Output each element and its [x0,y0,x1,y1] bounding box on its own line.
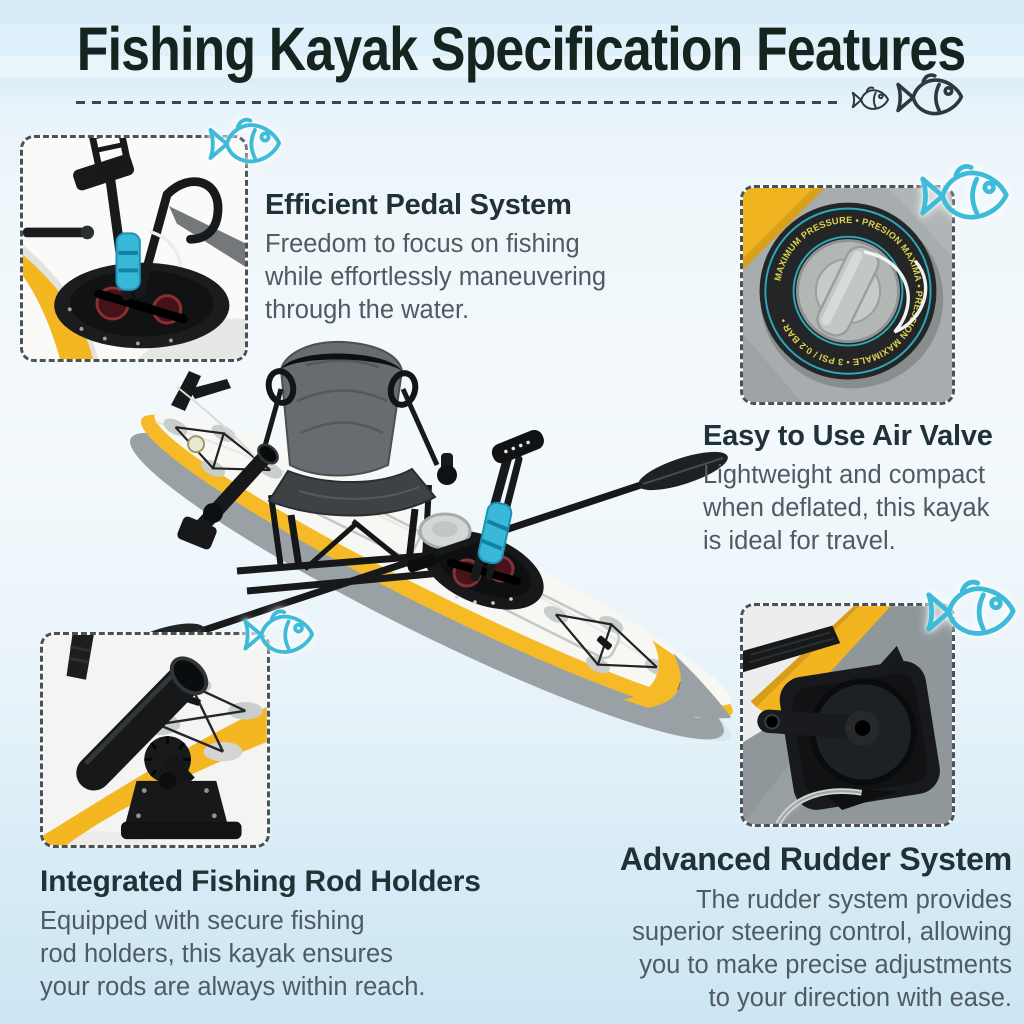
big-fish-icon [893,70,965,125]
pedal-system-photo [20,135,248,362]
feature-rod-holders: Integrated Fishing Rod Holders Equipped … [40,865,540,1004]
fish-icon [240,608,316,662]
rod-holder-photo [40,632,270,848]
feature-rod-holders-heading: Integrated Fishing Rod Holders [40,865,481,898]
page-title: Fishing Kayak Specification Features [76,15,966,83]
feature-rod-holders-body: Equipped with secure fishing rod holders… [40,907,426,1002]
feature-air-valve-body: Lightweight and compact when deflated, t… [703,461,990,556]
rudder-system-photo [740,603,955,827]
small-fish-icon [850,85,890,115]
feature-pedal-heading: Efficient Pedal System [265,189,572,221]
kayak-product-illustration [117,340,733,741]
deck-logo-medallion [187,435,206,454]
feature-rudder-heading: Advanced Rudder System [619,841,1012,877]
feature-pedal: Efficient Pedal System Freedom to focus … [265,189,645,327]
feature-air-valve: Easy to Use Air Valve Lightweight and co… [703,420,1021,558]
air-valve-photo: MAXIMUM PRESSURE • PRESION MAXIMA • PRES… [740,185,955,405]
feature-air-valve-heading: Easy to Use Air Valve [703,420,993,452]
feature-rudder: Advanced Rudder System The rudder system… [572,842,1012,1015]
fish-icon [916,163,1011,229]
bow-fin [171,371,201,411]
fish-icon [205,116,283,172]
feature-rudder-body: The rudder system provides superior stee… [632,885,1012,1013]
divider-dashed-line [76,101,844,104]
pedal-mast [470,429,544,582]
feature-pedal-body: Freedom to focus on fishing while effort… [265,230,607,325]
fish-icon [922,578,1018,646]
